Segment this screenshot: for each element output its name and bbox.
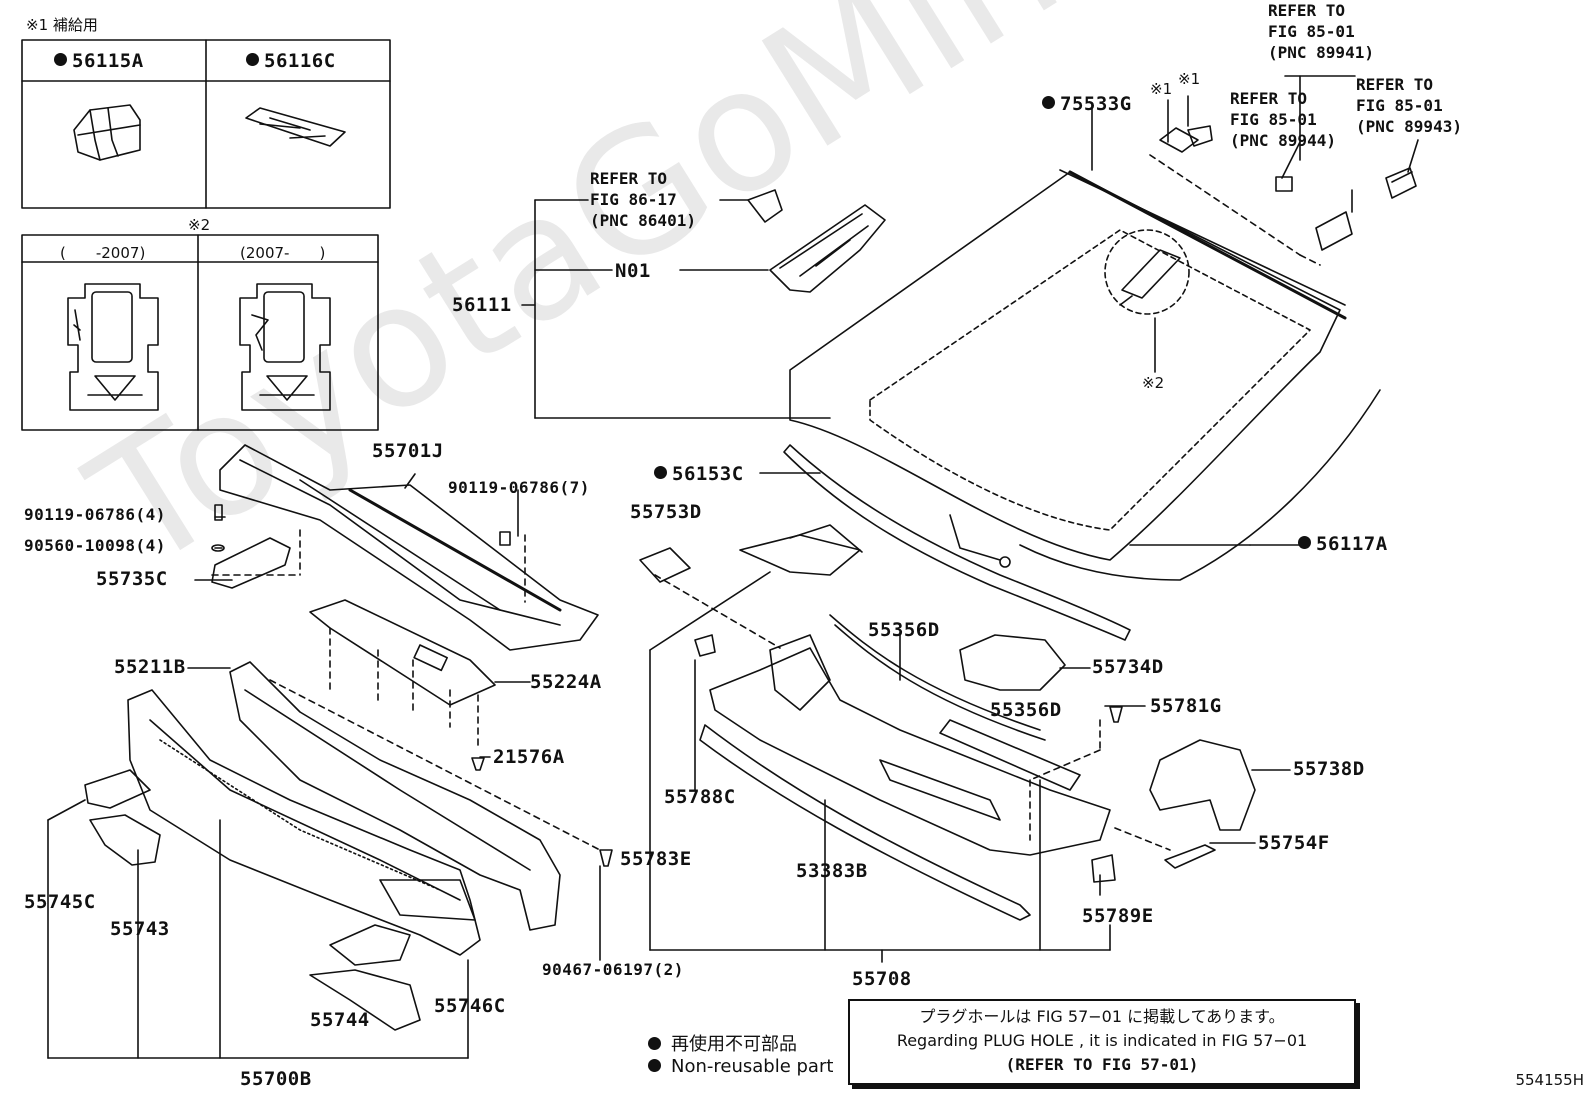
legend-jp: 再使用不可部品 xyxy=(648,1030,797,1056)
supply-title: ※1 補給用 xyxy=(26,16,98,34)
label-55356d-upper: 55356D xyxy=(868,619,940,641)
clip-56116c-drawing xyxy=(245,107,346,147)
cover-55734d xyxy=(959,634,1066,691)
year-range-late: (2007- ) xyxy=(240,244,326,262)
label-55746c: 55746C xyxy=(434,995,506,1017)
legend-en: Non-reusable part xyxy=(648,1056,833,1077)
non-reusable-dot-icon xyxy=(1042,96,1055,109)
weatherstrip-53383b xyxy=(699,724,1031,921)
label-90467-06197-2: 90467-06197(2) xyxy=(542,960,684,979)
label-n01: N01 xyxy=(615,260,651,282)
bracket-late-drawing xyxy=(239,283,331,411)
ref-pnc-89943: REFER TO FIG 85-01 (PNC 89943) xyxy=(1356,75,1462,136)
seal-55356d xyxy=(829,614,1081,791)
non-reusable-dot-icon xyxy=(648,1037,661,1050)
non-reusable-dot-icon xyxy=(54,53,67,66)
label-55744: 55744 xyxy=(310,1009,370,1031)
ref-pnc-86401: REFER TO FIG 86-17 (PNC 86401) xyxy=(590,169,696,230)
cowl-panel-upper xyxy=(219,444,599,651)
label-56116c: 56116C xyxy=(246,52,336,71)
supply-box-frame xyxy=(21,39,391,209)
inner-mirror-bracket xyxy=(747,189,886,293)
label-90560-10098-4: 90560-10098(4) xyxy=(24,536,166,555)
cowl-panel-lower xyxy=(229,661,561,931)
mark-1-a: ※1 xyxy=(1150,80,1173,98)
plug-hole-note-jp: プラグホールは FIG 57−01 に掲載してあります。 xyxy=(919,1007,1285,1026)
label-55708: 55708 xyxy=(852,968,912,990)
label-55788c: 55788C xyxy=(664,786,736,808)
dash-panel-55700b xyxy=(127,689,481,956)
label-55783e: 55783E xyxy=(620,848,692,870)
plug-hole-note-en: Regarding PLUG HOLE , it is indicated in… xyxy=(896,1031,1308,1050)
label-55743: 55743 xyxy=(110,918,170,940)
label-55700b: 55700B xyxy=(240,1068,312,1090)
ref-pnc-89944: REFER TO FIG 85-01 (PNC 89944) xyxy=(1230,89,1336,150)
label-55734d: 55734D xyxy=(1092,656,1164,678)
mark-1-b: ※1 xyxy=(1178,70,1201,88)
label-56117a: 56117A xyxy=(1298,535,1388,554)
label-56111: 56111 xyxy=(452,294,512,316)
brace-55744 xyxy=(309,969,421,1031)
bracket-55735c xyxy=(211,537,291,589)
leader-lines xyxy=(47,95,1304,1059)
label-55745c: 55745C xyxy=(24,891,96,913)
mirror-brackets xyxy=(1159,75,1419,251)
label-55701j: 55701J xyxy=(372,440,444,462)
clip-56115a-drawing xyxy=(73,104,141,161)
windshield-glass xyxy=(789,154,1381,581)
year-box-frame xyxy=(21,234,379,431)
mark-2-title: ※2 xyxy=(188,216,211,234)
cover-55738d xyxy=(1149,739,1256,831)
label-55735c: 55735C xyxy=(96,568,168,590)
insulator-55224a xyxy=(309,599,496,706)
label-55753d: 55753D xyxy=(630,501,702,523)
mark-2-c: ※2 xyxy=(1142,374,1165,392)
plug-hole-note-ref: (REFER TO FIG 57-01) xyxy=(1005,1055,1199,1074)
plug-hole-note: プラグホールは FIG 57−01 に掲載してあります。 Regarding P… xyxy=(848,999,1356,1085)
label-55211b: 55211B xyxy=(114,656,186,678)
non-reusable-dot-icon xyxy=(654,466,667,479)
label-55781g: 55781G xyxy=(1150,695,1222,717)
label-90119-06786-4: 90119-06786(4) xyxy=(24,505,166,524)
bracket-early-drawing xyxy=(67,283,159,411)
seal-56153c xyxy=(783,444,1131,641)
label-53383b: 53383B xyxy=(796,860,868,882)
brace-55746c xyxy=(329,924,411,966)
cowl-louver-55708 xyxy=(639,524,1116,883)
non-reusable-dot-icon xyxy=(246,53,259,66)
bolts xyxy=(211,504,1123,867)
brace-55743 xyxy=(89,814,161,866)
label-56115a: 56115A xyxy=(54,52,144,71)
non-reusable-dot-icon xyxy=(1298,536,1311,549)
label-55224a: 55224A xyxy=(530,671,602,693)
label-55738d: 55738D xyxy=(1293,758,1365,780)
non-reusable-dot-icon xyxy=(648,1059,661,1072)
figure-id: 554155H xyxy=(1515,1071,1584,1089)
dashed-connectors xyxy=(211,529,1171,851)
label-75533g: 75533G xyxy=(1042,95,1132,114)
bracket-55754f xyxy=(1164,844,1216,869)
year-range-early: ( -2007) xyxy=(60,244,146,262)
label-21576a: 21576A xyxy=(493,746,565,768)
label-90119-06786-7: 90119-06786(7) xyxy=(448,478,590,497)
label-55789e: 55789E xyxy=(1082,905,1154,927)
label-56153c: 56153C xyxy=(654,465,744,484)
label-55754f: 55754F xyxy=(1258,832,1330,854)
brace-55745c xyxy=(84,769,151,809)
ref-pnc-89941: REFER TO FIG 85-01 (PNC 89941) xyxy=(1268,1,1374,62)
label-55356d-lower: 55356D xyxy=(990,699,1062,721)
